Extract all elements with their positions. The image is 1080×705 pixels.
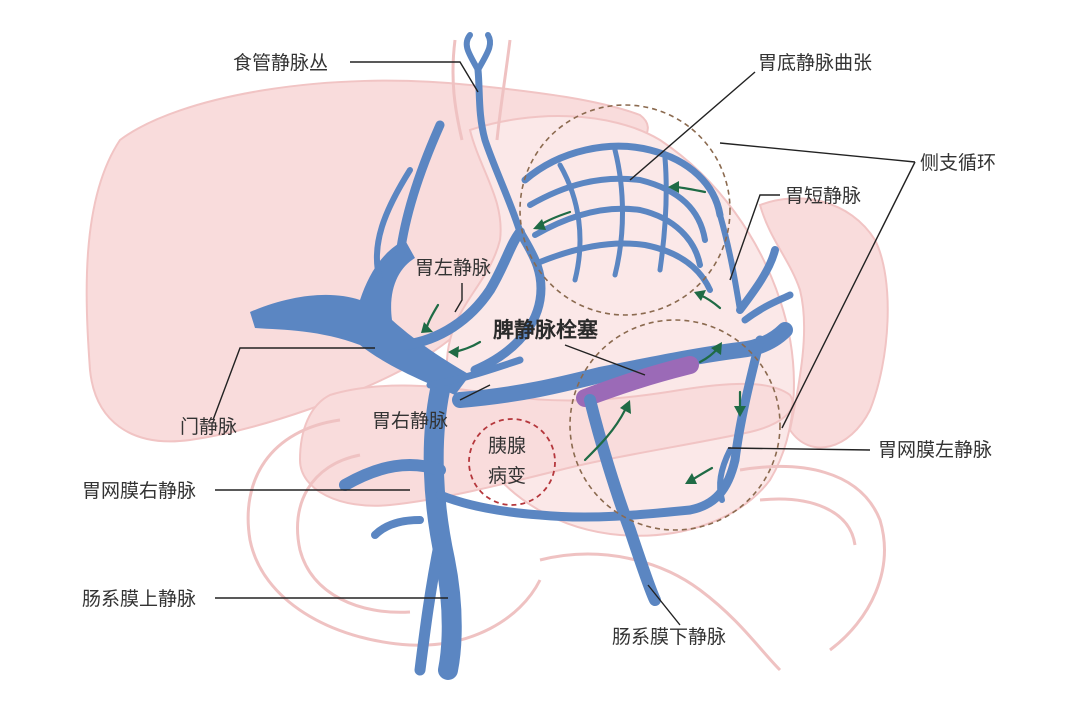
left-gastroepiploic-branch [717,447,733,503]
label-pancreatic-lesion-1: 胰腺 [488,435,526,457]
right-gastric-vein [426,356,524,389]
leader-left-gastric [454,283,463,313]
duodenum-inner [296,453,411,614]
veins [250,32,794,680]
label-short-gastric-vein: 胃短静脉 [785,185,861,207]
label-portal-vein: 门静脉 [180,416,237,438]
portal-vein [250,240,470,395]
leader-right-gastric [459,384,491,401]
flow-arrow-head [448,346,459,358]
leader-short-gastric [729,194,780,281]
short-gastric-vein [736,246,779,314]
label-right-gastroepiploic-vein: 胃网膜右静脉 [82,480,196,502]
right-gastroepiploic-vein [339,459,446,491]
splenic-vein-thrombus [576,356,699,407]
organs [85,39,889,672]
esophagus [451,39,512,141]
esophageal-vein-top [463,32,494,73]
inferior-mesenteric-vein [584,394,661,606]
label-fundus-varices: 胃底静脉曲张 [758,52,872,74]
collateral-circle-upper [519,104,731,316]
collateral-circle-lower [569,319,781,531]
portal-vein-branch-2 [373,167,413,283]
superior-mesenteric-vein [423,380,462,680]
flow-arrow-head [620,400,631,414]
portal-vein-branch [395,120,445,260]
flow-arrow-head [668,181,679,193]
flow-arrow-head [421,322,433,333]
leader-collateral [719,142,916,163]
colon-inner [759,497,857,546]
leader-portal-vein [212,347,375,421]
leader-esophageal-plexus [350,61,479,93]
smv-branch [414,534,446,676]
leader-splenic-thrombosis [564,344,646,376]
colon [739,465,886,652]
label-superior-mesenteric-vein: 肠系膜上静脉 [82,588,196,610]
label-left-gastroepiploic-vein: 胃网膜左静脉 [878,439,992,461]
spleen [758,197,889,449]
label-splenic-vein-thrombosis: 脾静脉栓塞 [493,318,599,342]
flow-arrow [583,408,627,462]
left-gastroepiploic-vein [435,335,765,522]
fundus-varices [521,142,743,313]
flow-arrow-head [533,219,546,230]
flow-arrow-head [685,473,697,484]
label-left-gastric-vein: 胃左静脉 [415,257,491,279]
label-inferior-mesenteric-vein: 肠系膜下静脉 [612,626,726,648]
leader-inferior-mesenteric [647,584,681,626]
intestine [539,552,782,672]
pancreatic-lesion-circle [468,418,556,506]
label-collateral-circulation: 侧支循环 [920,152,996,174]
esophageal-vein [474,66,524,236]
left-gastric-vein-b [470,227,546,375]
flow-arrow-head [711,342,722,355]
leader-left-gastroepiploic [727,447,871,451]
label-right-gastric-vein: 胃右静脉 [372,410,448,432]
duodenum [246,418,542,647]
leader-collateral-2 [781,161,916,429]
flow-arrow-head [734,406,746,417]
label-esophageal-plexus: 食管静脉丛 [233,52,328,74]
flow-arrows [421,181,746,484]
leader-fundus-varices [629,71,756,181]
labels: 食管静脉丛 胃底静脉曲张 侧支循环 胃短静脉 胃左静脉 脾静脉栓塞 门静脉 胃右… [82,52,996,648]
flow-arrow-head [694,290,706,301]
leader-lines [212,61,916,626]
short-gastric-vein-2 [741,291,794,324]
left-gastric-vein [400,227,525,350]
right-gastroepiploic-branch [371,516,424,539]
label-pancreatic-lesion-2: 病变 [488,465,526,487]
